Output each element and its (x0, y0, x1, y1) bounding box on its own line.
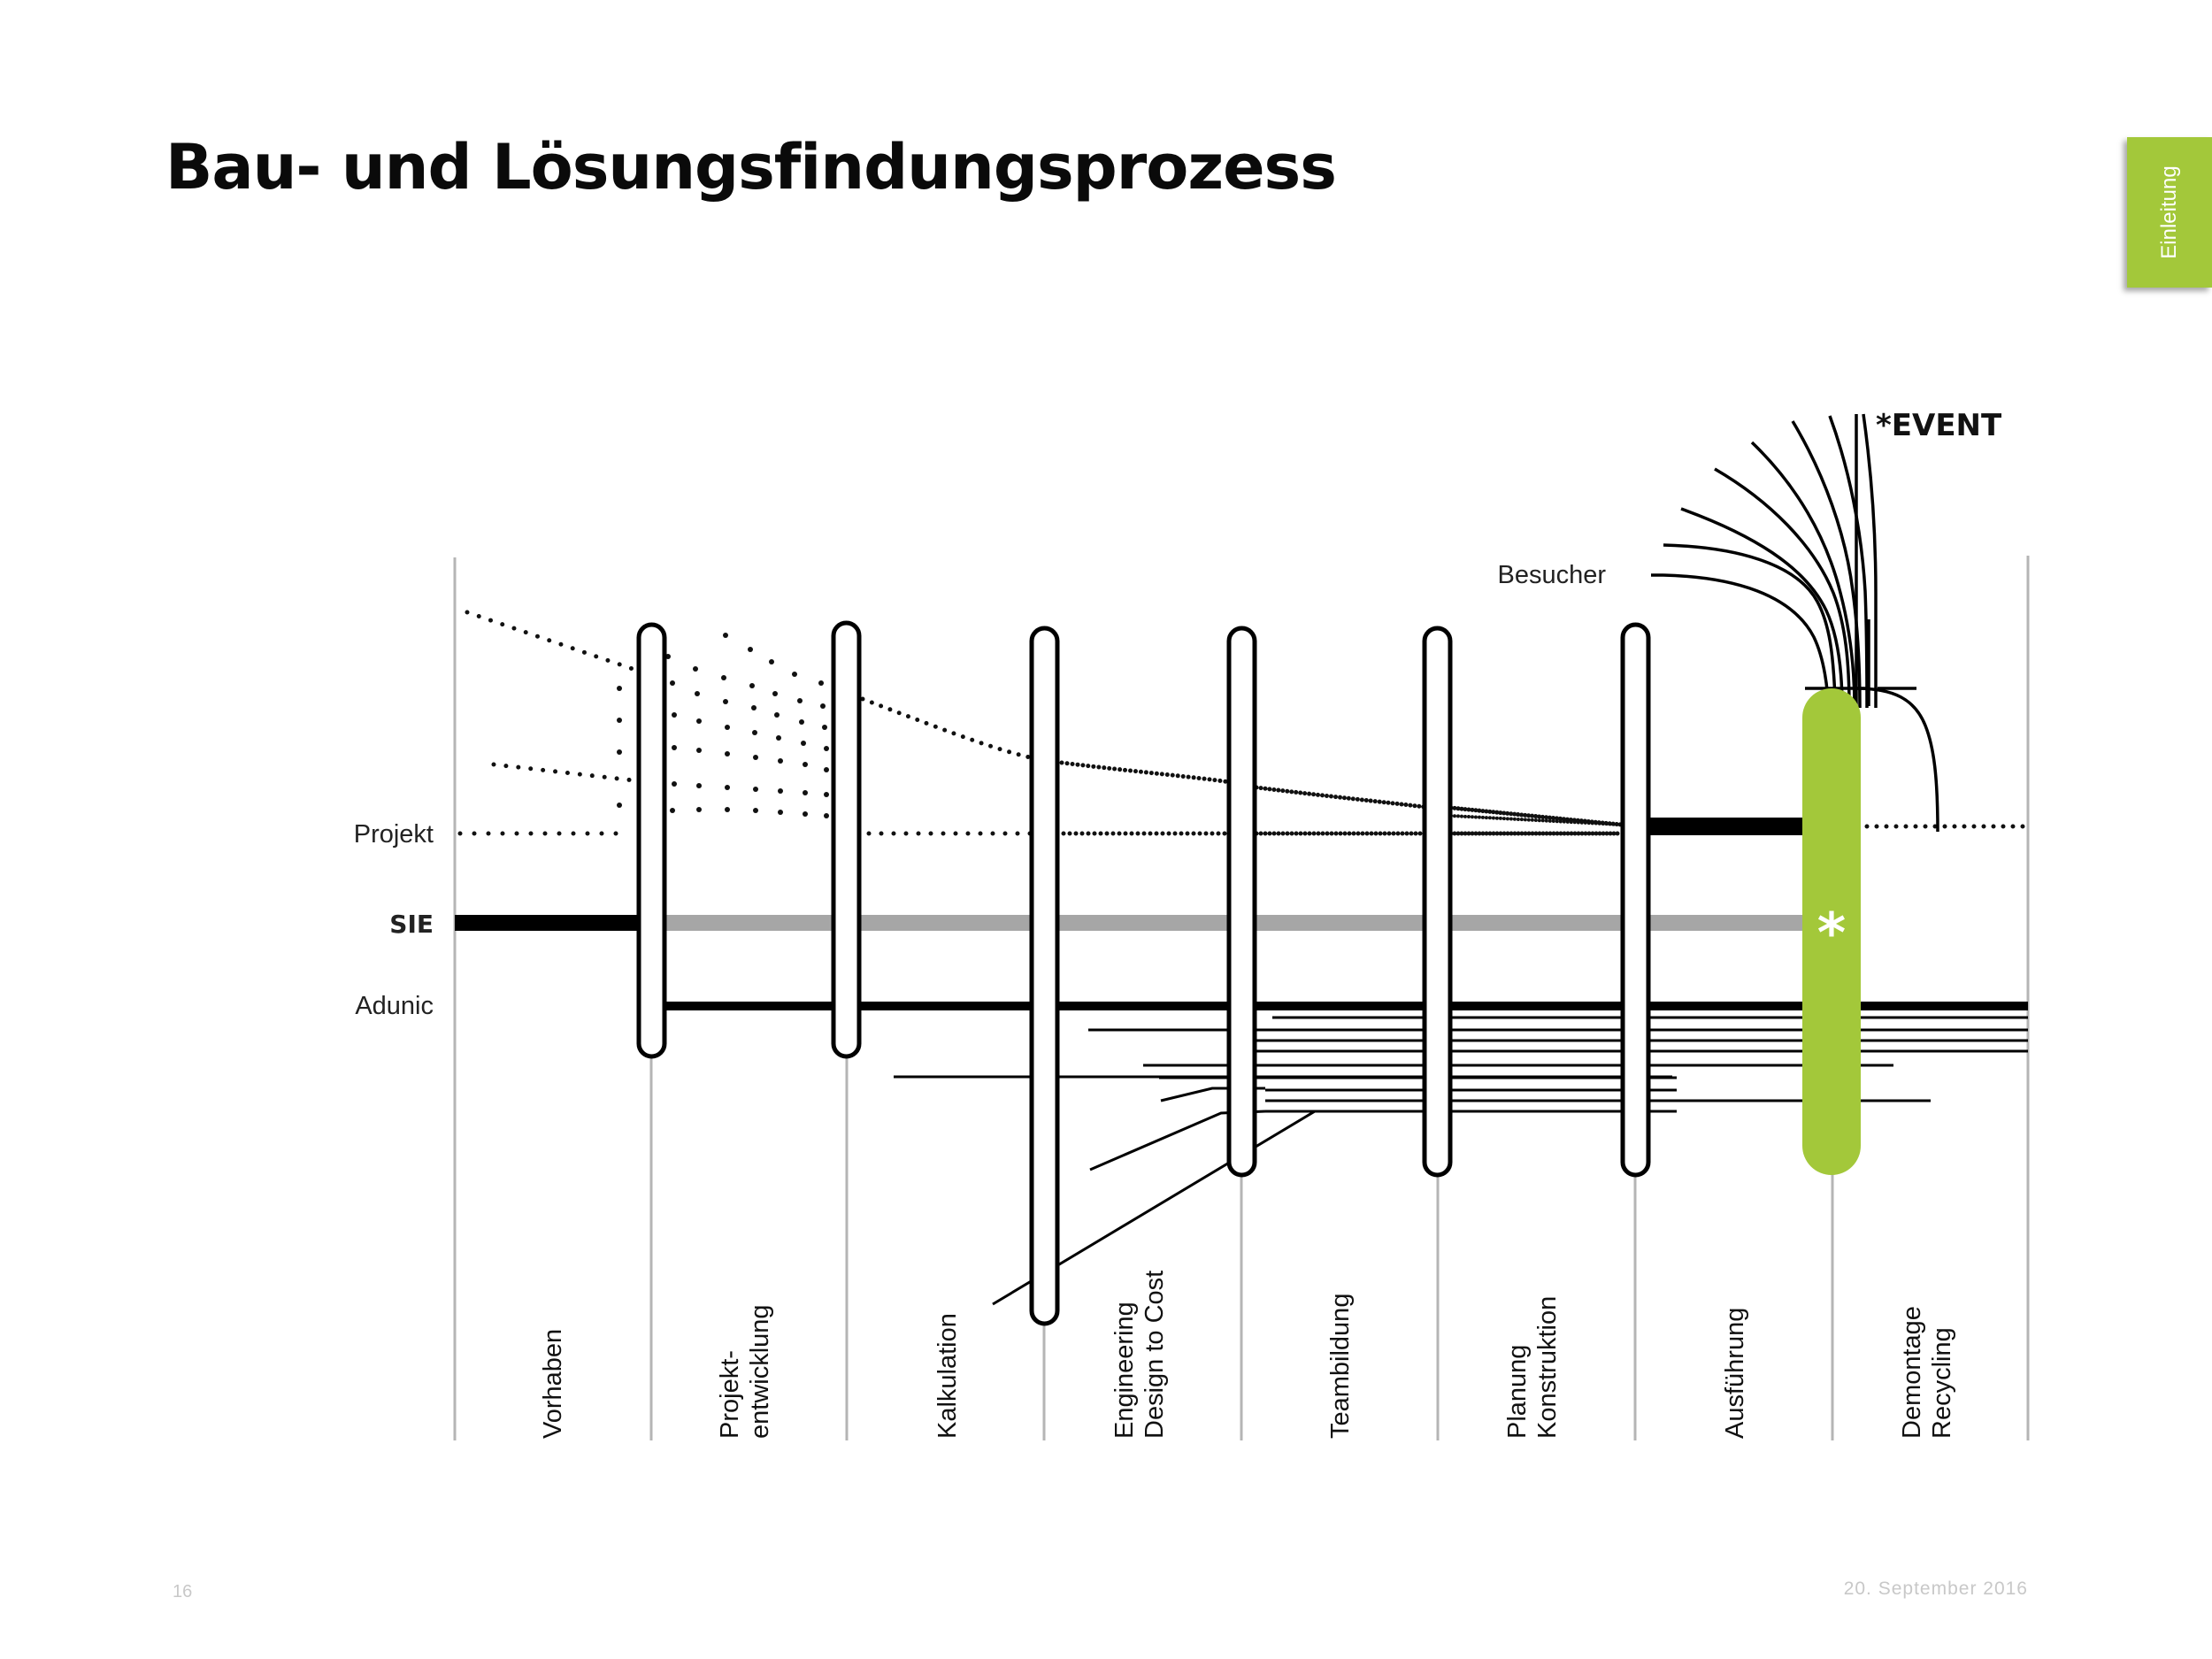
gate-ausfuehrung (1620, 622, 1651, 1178)
phase-label-projektentwicklung: Projekt-entwicklung (716, 1304, 774, 1439)
besucher-curves (1651, 413, 1939, 833)
phase-label-planung: PlanungKonstruktion (1503, 1296, 1562, 1439)
row-label-projekt: Projekt (354, 820, 434, 849)
phase-label-teambildung: Teambildung (1326, 1294, 1355, 1439)
event-asterisk: * (1817, 901, 1846, 965)
gate-planung (1422, 626, 1453, 1178)
phase-label-demontage: DemontageRecycling (1898, 1306, 1956, 1439)
page-title: Bau- und Lösungsfindungsprozess (165, 131, 1337, 204)
row-label-adunic: Adunic (355, 992, 434, 1020)
projekt-bar (1647, 818, 1807, 835)
gate-projektentwicklung (636, 622, 667, 1059)
gate-kalkulation (831, 620, 862, 1059)
footer-date: 20. September 2016 (1843, 1578, 2028, 1599)
phase-label-engineering: EngineeringDesign to Cost (1110, 1271, 1169, 1439)
page-number: 16 (173, 1582, 193, 1601)
gate-teambildung (1226, 626, 1257, 1178)
column-separators (453, 556, 2030, 1440)
phase-labels: Vorhaben Projekt-entwicklung Kalkulation… (539, 1271, 1956, 1439)
team-lines (664, 1002, 2028, 1306)
dot-field (617, 633, 829, 818)
sie-bar-black (455, 915, 641, 931)
phase-label-vorhaben: Vorhaben (539, 1329, 567, 1439)
section-tab[interactable]: Einleitung (2127, 137, 2212, 288)
event-label: *EVENT (1876, 408, 2002, 443)
phase-label-kalkulation: Kalkulation (933, 1313, 962, 1439)
gate-engineering (1029, 626, 1060, 1326)
besucher-label: Besucher (1497, 561, 1606, 589)
projekt-dotted-lines (457, 610, 2031, 836)
phase-gates (636, 620, 1651, 1326)
row-label-sie: SIE (389, 910, 434, 939)
phase-label-ausfuehrung: Ausführung (1721, 1308, 1749, 1439)
event-bar (1802, 688, 1861, 1175)
